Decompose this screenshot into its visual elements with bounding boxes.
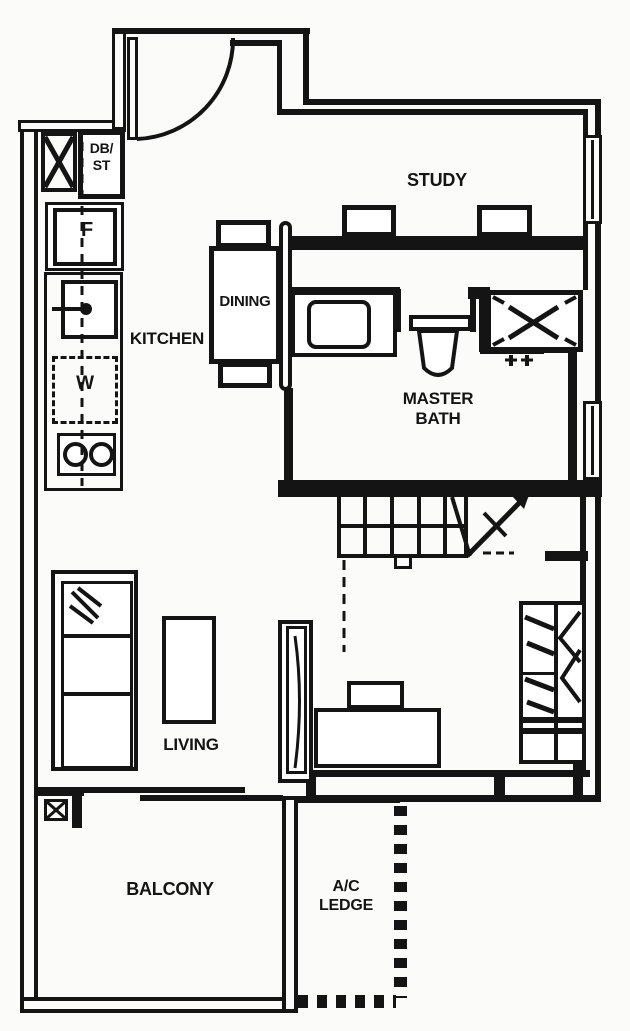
shaft-box [41, 132, 77, 192]
toilet-nook-right [470, 289, 476, 332]
bath-right-wall [568, 352, 577, 485]
wardrobe-divider [554, 605, 558, 760]
toilet-bowl [416, 329, 460, 377]
bath-shower-divider [479, 289, 488, 352]
dining-table [209, 246, 281, 364]
toilet-nook-left [395, 289, 401, 332]
dining-chair-bottom [218, 362, 272, 388]
ac-ledge-top-wall [296, 796, 400, 803]
wardrobe [519, 601, 586, 764]
wall-top-inner-line [230, 40, 282, 46]
bedroom-chair [347, 681, 404, 709]
hob-burner-right [89, 442, 114, 467]
wall-balcony-right [282, 796, 298, 1013]
fridge-label: F [80, 219, 94, 241]
db-st-line2: ST [92, 156, 111, 173]
master-bath-line1: MASTER [402, 389, 474, 408]
dining-label: DINING [219, 293, 271, 310]
ac-ledge-label: A/C LEDGE [310, 878, 382, 916]
wall-right-inner-a [583, 109, 588, 137]
sofa-cushion-line-1 [64, 634, 130, 638]
sliding-door-panel-a [80, 787, 245, 793]
wall-left-outer [20, 121, 38, 1013]
washer-box [52, 356, 118, 424]
window-study-right [583, 135, 602, 224]
wall-right-inner-b [583, 222, 588, 290]
shower-stall [486, 290, 583, 352]
wall-vestibule-right-inner [277, 40, 282, 115]
wardrobe-shelf-a [523, 717, 582, 723]
wardrobe-mid-line [523, 672, 556, 675]
toilet-cistern [409, 315, 472, 331]
balcony-label: BALCONY [126, 879, 214, 899]
bath-basin [307, 300, 371, 349]
dining-chair-top [216, 220, 271, 248]
ac-ledge-rail-right [394, 806, 407, 998]
cross-wall-stairs [278, 480, 602, 497]
tap-icons [505, 355, 533, 366]
study-desk-counter [288, 236, 583, 250]
db-st-line1: DB/ [89, 140, 114, 156]
window-glass-line [591, 140, 594, 219]
hob-burner-left [63, 442, 88, 467]
duct-box [44, 799, 68, 821]
window-glass-line [591, 406, 594, 475]
bedroom-desk [314, 708, 441, 768]
entry-door-swing [136, 37, 236, 141]
bath-left-wall [284, 388, 293, 497]
stair-mid-line [337, 524, 468, 528]
stair-stub-right [545, 551, 588, 561]
sofa-cushion-line-2 [64, 692, 130, 696]
db-st-label: DB/ ST [78, 140, 125, 173]
window-mullion-left [306, 770, 316, 802]
entry-door-leaf [127, 37, 138, 140]
wall-study-top-outer [303, 99, 601, 105]
kitchen-label: KITCHEN [129, 329, 205, 348]
coffee-table [162, 616, 216, 724]
stair-bottom-line [337, 554, 468, 558]
washer-label: W [76, 373, 94, 394]
window-mullion-right [573, 764, 583, 802]
duct-enclosure-top [38, 787, 84, 796]
study-chair-right [477, 205, 532, 237]
fridge-box-inner [53, 208, 117, 266]
wall-balcony-bottom [20, 997, 296, 1013]
sliding-door-panel-b [140, 795, 283, 801]
window-band-top-line [308, 770, 590, 777]
wall-study-top-inner [282, 109, 586, 115]
ac-ledge-line2: LEDGE [318, 896, 374, 914]
living-label: LIVING [163, 735, 219, 754]
sofa-seat [61, 581, 133, 769]
study-label: STUDY [406, 170, 467, 190]
master-bath-line2: BATH [415, 409, 461, 429]
study-chair-left [342, 205, 396, 237]
tv-console-inner [286, 626, 307, 774]
master-bath-label: MASTER BATH [395, 389, 481, 429]
window-hall-right [583, 401, 602, 480]
ac-ledge-line1: A/C [332, 878, 360, 895]
wall-vestibule-right-outer [303, 28, 309, 105]
wall-top-outer-line [112, 28, 310, 34]
wall-vestibule-left [112, 28, 126, 130]
ac-ledge-rail-bottom [298, 995, 396, 1008]
kitchen-sink [61, 280, 118, 339]
window-mullion-mid [494, 770, 505, 802]
duct-enclosure-right [72, 796, 82, 828]
window-band-bottom-line [308, 795, 601, 802]
wardrobe-shelf-b [523, 728, 582, 734]
